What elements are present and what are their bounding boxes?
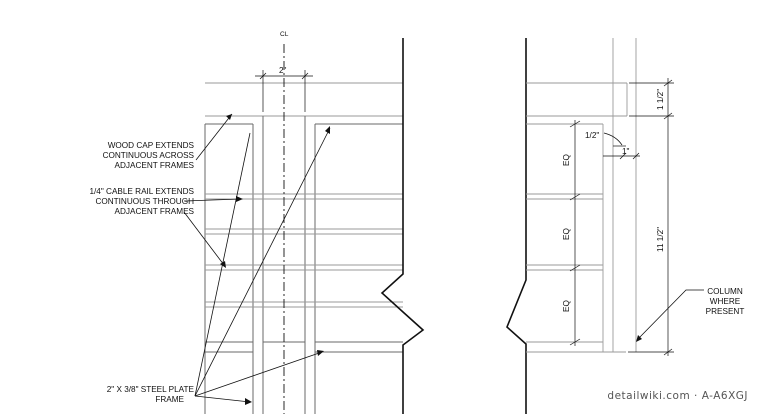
- column-leader: [637, 289, 704, 340]
- svg-text:CONTINUOUS THROUGH: CONTINUOUS THROUGH: [95, 197, 194, 206]
- offset-half-label: 1/2": [585, 131, 599, 140]
- right-section: EQ EQ EQ 1/2" 1" 1 1/2" 1: [506, 38, 674, 414]
- watermark-text: detailwiki.com · A-A6XGJ: [607, 390, 748, 402]
- svg-text:1/4" CABLE RAIL EXTENDS: 1/4" CABLE RAIL EXTENDS: [89, 187, 194, 196]
- note-wood-cap: WOOD CAP EXTENDS CONTINUOUS ACROSS ADJAC…: [103, 113, 233, 170]
- frame-width-dimension: 2": [255, 66, 313, 112]
- frame-height-label: 11 1/2": [656, 227, 665, 252]
- steel-frame-leader-2: [194, 127, 331, 397]
- steel-frame-leader-4: [194, 395, 251, 403]
- svg-text:ADJACENT FRAMES: ADJACENT FRAMES: [115, 207, 195, 216]
- steel-frame-leader-1: [194, 132, 251, 397]
- eq-label-top: EQ: [562, 154, 571, 166]
- offset-dimensions: 1/2" 1": [585, 131, 640, 160]
- svg-text:ADJACENT FRAMES: ADJACENT FRAMES: [115, 161, 195, 170]
- cap-height-label: 1 1/2": [656, 89, 665, 110]
- eq-label-bottom: EQ: [562, 300, 571, 312]
- frame-width-label: 2": [279, 66, 287, 75]
- svg-text:PRESENT: PRESENT: [706, 307, 745, 316]
- note-steel-plate-frame: 2" X 3/8" STEEL PLATE FRAME: [107, 126, 331, 405]
- right-view-break-line: [506, 38, 527, 414]
- eq-dimension-chain: EQ EQ EQ: [562, 120, 581, 346]
- note-column: COLUMN WHERE PRESENT: [636, 287, 744, 342]
- cable-rail-ends: [526, 193, 626, 353]
- note-cable-rail: 1/4" CABLE RAIL EXTENDS CONTINUOUS THROU…: [89, 187, 243, 268]
- cable-rails: [205, 193, 403, 308]
- cable-rail-leader-1: [183, 198, 242, 202]
- steel-frame-leader-3: [194, 351, 323, 397]
- cable-rail-leader-2: [183, 211, 225, 266]
- wood-cap-leader: [195, 113, 233, 161]
- cap-height-dimension: 1 1/2": [629, 78, 674, 121]
- svg-text:WHERE: WHERE: [710, 297, 741, 306]
- svg-text:CONTINUOUS ACROSS: CONTINUOUS ACROSS: [103, 151, 195, 160]
- left-elevation: CL 2": [204, 31, 425, 414]
- svg-text:2" X 3/8" STEEL PLATE: 2" X 3/8" STEEL PLATE: [107, 385, 195, 394]
- svg-text:FRAME: FRAME: [155, 395, 184, 404]
- centerline-symbol: CL: [280, 31, 289, 38]
- offset-one-label: 1": [622, 147, 630, 156]
- left-view-break-line: [380, 38, 425, 414]
- svg-text:WOOD CAP EXTENDS: WOOD CAP EXTENDS: [108, 141, 195, 150]
- frame-height-dimension: 11 1/2": [628, 121, 674, 356]
- svg-text:COLUMN: COLUMN: [707, 287, 743, 296]
- eq-label-middle: EQ: [562, 228, 571, 240]
